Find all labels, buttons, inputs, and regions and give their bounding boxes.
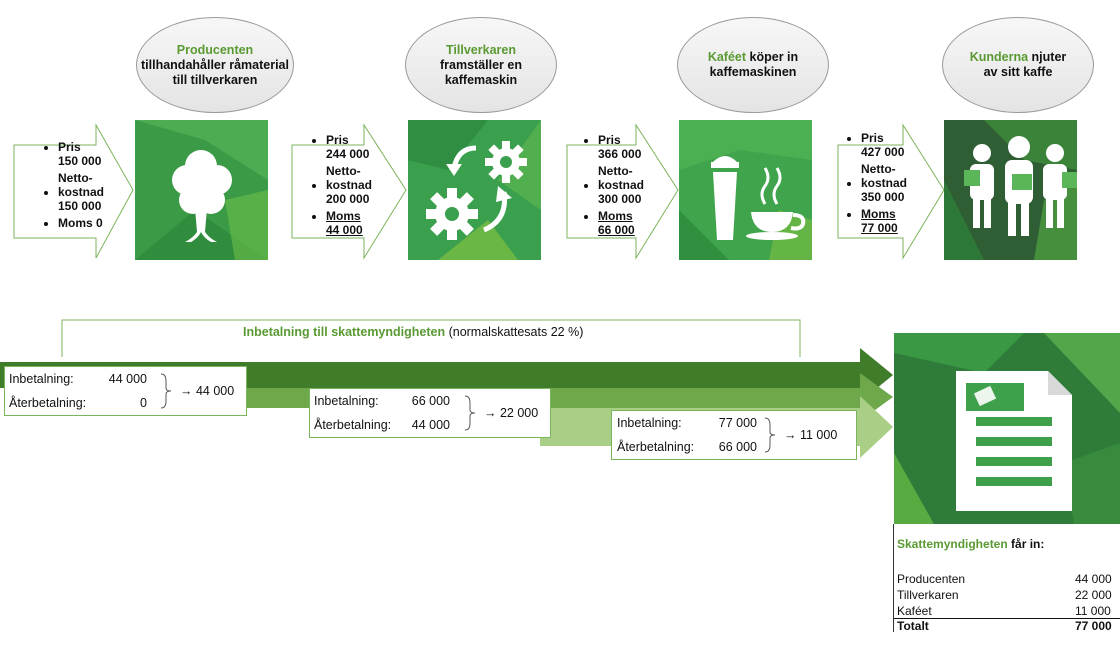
payment-in-label: Inbetalning:	[9, 372, 74, 386]
payment-box-1: Inbetalning: 44 000 Återbetalning: 0 → 4…	[4, 366, 247, 416]
flow-arrow-1	[13, 123, 134, 259]
payment-bracket	[61, 319, 801, 357]
summary-title: Skattemyndigheten får in:	[897, 537, 1044, 551]
people-icon	[944, 120, 1077, 260]
bubble-text: framställer en kaffemaskin	[440, 57, 522, 87]
kunder-tile	[944, 120, 1077, 260]
netto-label: Netto-kostnad	[598, 164, 645, 192]
netto-value: 200 000	[326, 192, 370, 206]
moms-value: 44 000	[326, 223, 363, 237]
flow-arrows	[13, 123, 945, 260]
pris-label: Pris	[598, 133, 621, 147]
summary-divider	[894, 618, 1120, 619]
netto-label: Netto-kostnad	[58, 171, 105, 199]
payment-arrow-dark	[0, 348, 893, 402]
brace-icon	[764, 417, 776, 453]
payment-back-label: Återbetalning:	[9, 396, 87, 410]
payment-result: → 44 000	[180, 384, 235, 398]
summary-total-value: 77 000	[1075, 619, 1112, 633]
payment-back-value: 0	[140, 396, 147, 410]
payment-back-value: 66 000	[718, 440, 757, 454]
summary-row-value: 11 000	[1075, 604, 1111, 618]
summary-border	[893, 524, 894, 632]
bubble-highlight: Producenten	[176, 42, 254, 57]
summary-row: Producenten 44 000	[897, 572, 1120, 586]
bubble-highlight: Tillverkaren	[446, 42, 516, 57]
pris-value: 244 000	[326, 147, 370, 161]
summary-row-value: 22 000	[1075, 588, 1112, 602]
flow-arrow-3	[566, 123, 679, 260]
brace-icon	[464, 395, 476, 431]
payment-header-normal: (normalskattesats 22 %)	[445, 325, 584, 339]
netto-label: Netto-kostnad	[326, 164, 373, 192]
brace-icon	[160, 373, 172, 409]
bubble-kafeet: Kaféet köper in kaffemaskinen	[677, 17, 829, 113]
moms-value: 77 000	[861, 221, 898, 235]
netto-label: Netto-kostnad	[861, 162, 908, 190]
netto-value: 300 000	[598, 192, 642, 206]
payment-back-label: Återbetalning:	[617, 440, 695, 454]
bubble-highlight: Kunderna	[969, 50, 1029, 64]
summary-total: Totalt 77 000	[897, 619, 1120, 633]
pris-label: Pris	[326, 133, 349, 147]
payment-result: → 22 000	[484, 406, 539, 420]
moms-label: Moms 0	[58, 216, 103, 230]
skattemyndighet-tile	[894, 333, 1120, 524]
tree-icon	[135, 120, 268, 260]
flow-arrow-4	[837, 123, 945, 260]
pris-value: 150 000	[58, 154, 102, 168]
moms-label: Moms	[326, 209, 361, 223]
payment-back-value: 44 000	[411, 418, 450, 432]
payment-header: Inbetalning till skattemyndigheten (norm…	[243, 325, 583, 339]
payment-in-value: 66 000	[411, 394, 450, 408]
summary-row-label: Producenten	[897, 572, 966, 586]
pris-label: Pris	[58, 140, 81, 154]
payment-in-label: Inbetalning:	[314, 394, 379, 408]
bubble-text: köper in kaffemaskinen	[709, 50, 799, 79]
netto-value: 150 000	[58, 199, 102, 213]
payment-result: → 11 000	[784, 428, 838, 442]
payment-header-bold: Inbetalning till skattemyndigheten	[243, 325, 446, 339]
summary-row: Tillverkaren 22 000	[897, 588, 1120, 602]
payment-in-label: Inbetalning:	[617, 416, 682, 430]
payment-box-3: Inbetalning: 77 000 Återbetalning: 66 00…	[611, 410, 857, 460]
payment-arrow-mid	[245, 373, 893, 421]
tillverkare-tile	[408, 120, 541, 260]
summary-row-label: Tillverkaren	[897, 588, 959, 602]
kafe-tile	[679, 120, 812, 260]
netto-value: 350 000	[861, 190, 905, 204]
pris-value: 427 000	[861, 145, 905, 159]
summary-title-rest: får in:	[1007, 537, 1045, 551]
summary-total-label: Totalt	[897, 619, 929, 633]
moms-label: Moms	[598, 209, 633, 223]
summary-title-highlight: Skattemyndigheten	[897, 537, 1008, 551]
flow-arrow-2	[291, 123, 407, 260]
bubble-highlight: Kaféet	[707, 50, 747, 64]
moms-label: Moms	[861, 207, 896, 221]
payment-in-value: 77 000	[718, 416, 757, 430]
bubble-kunderna: Kunderna njuter av sitt kaffe	[942, 17, 1094, 113]
payment-in-value: 44 000	[108, 372, 147, 386]
summary-row-label: Kaféet	[897, 604, 932, 618]
document-icon	[894, 333, 1120, 524]
payment-back-label: Återbetalning:	[314, 418, 392, 432]
bubble-text: tillhandahåller råmaterial till tillverk…	[141, 57, 289, 87]
payment-box-2: Inbetalning: 66 000 Återbetalning: 44 00…	[309, 388, 551, 438]
gears-icon	[408, 120, 541, 260]
coffee-icon	[679, 120, 812, 260]
pris-value: 366 000	[598, 147, 642, 161]
pris-label: Pris	[861, 131, 884, 145]
moms-value: 66 000	[598, 223, 635, 237]
summary-row-value: 44 000	[1075, 572, 1112, 586]
bubble-text: njuter av sitt kaffe	[983, 50, 1067, 79]
summary-row: Kaféet 11 000	[897, 604, 1120, 618]
producent-tile	[135, 120, 268, 260]
